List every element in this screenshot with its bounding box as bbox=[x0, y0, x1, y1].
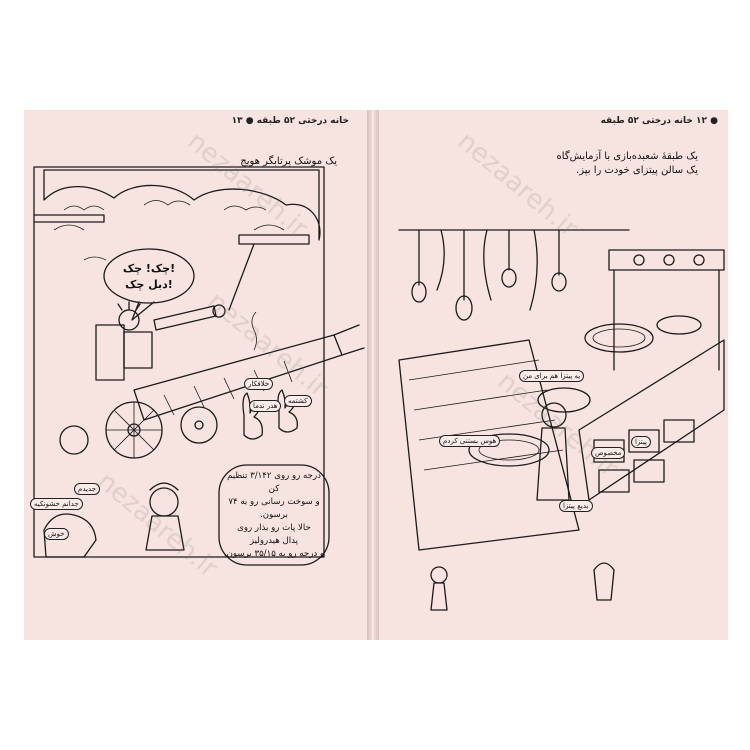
instruction-line: و سوخت رسانی رو به ۷۴ برسون. bbox=[228, 497, 320, 520]
label-box-special: مخصوص bbox=[591, 447, 626, 459]
bubble-line-1: چک! چک! bbox=[123, 262, 175, 275]
right-page-header: ● ۱۲ خانه درختی ۵۲ طبقه bbox=[600, 116, 718, 126]
instruction-line: درجه رو روی ۳/۱۴۲ تنظیم کن bbox=[227, 471, 321, 494]
rocket-launcher-illustration bbox=[33, 166, 365, 566]
label-pizza-shop: بدیع پیتزا bbox=[559, 500, 593, 512]
right-page: ● ۱۲ خانه درختی ۵۲ طبقه یک طبقهٔ شعبده‌ب… bbox=[379, 110, 728, 640]
label-kid: جدیدم bbox=[74, 483, 100, 495]
instruction-line: و درجه رو به ۳۵/۱۵ برسون. bbox=[223, 549, 325, 559]
label-box-pizza: پیتزا bbox=[631, 436, 651, 448]
open-book: خانه درختی ۵۲ طبقه ● ۱۳ یک موشک پرتابگر … bbox=[24, 110, 728, 640]
instruction-line: پدال هیدرولیز bbox=[249, 536, 299, 546]
left-page-header: خانه درختی ۵۲ طبقه ● ۱۳ bbox=[231, 116, 349, 126]
speech-bubble-text: چک! چک! دبل چک! bbox=[123, 262, 175, 291]
label-criminal: خلافکار bbox=[244, 378, 274, 390]
left-page-caption: یک موشک پرتابگر هویج bbox=[240, 156, 337, 167]
label-order: یه پیتزا هم برای من bbox=[519, 370, 585, 382]
left-page: خانه درختی ۵۲ طبقه ● ۱۳ یک موشک پرتابگر … bbox=[24, 110, 367, 640]
caption-line-1: یک طبقهٔ شعبده‌بازی با آزمایش‌گاه bbox=[556, 151, 698, 162]
label-kashtameh: کشتمه bbox=[284, 395, 312, 407]
label-kid-icecream: هوس بستنی کردم bbox=[439, 435, 501, 447]
instruction-line: حالا پات رو بذار روی bbox=[237, 523, 311, 533]
caption-line-2: یک سالن پیتزای خودت را بپز. bbox=[576, 165, 698, 176]
label-hadar: هدر ندما bbox=[249, 400, 282, 412]
pizza-shop-illustration bbox=[398, 229, 725, 611]
instructions-bubble: درجه رو روی ۳/۱۴۲ تنظیم کن و سوخت رسانی … bbox=[222, 470, 326, 561]
bubble-line-2: دبل چک! bbox=[125, 278, 173, 291]
right-page-caption: یک طبقهٔ شعبده‌بازی با آزمایش‌گاه یک سال… bbox=[557, 150, 698, 178]
book-gutter bbox=[367, 110, 379, 640]
label-dog: جدانم خشونکیه bbox=[30, 498, 83, 510]
label-bag: خوش bbox=[44, 528, 69, 540]
